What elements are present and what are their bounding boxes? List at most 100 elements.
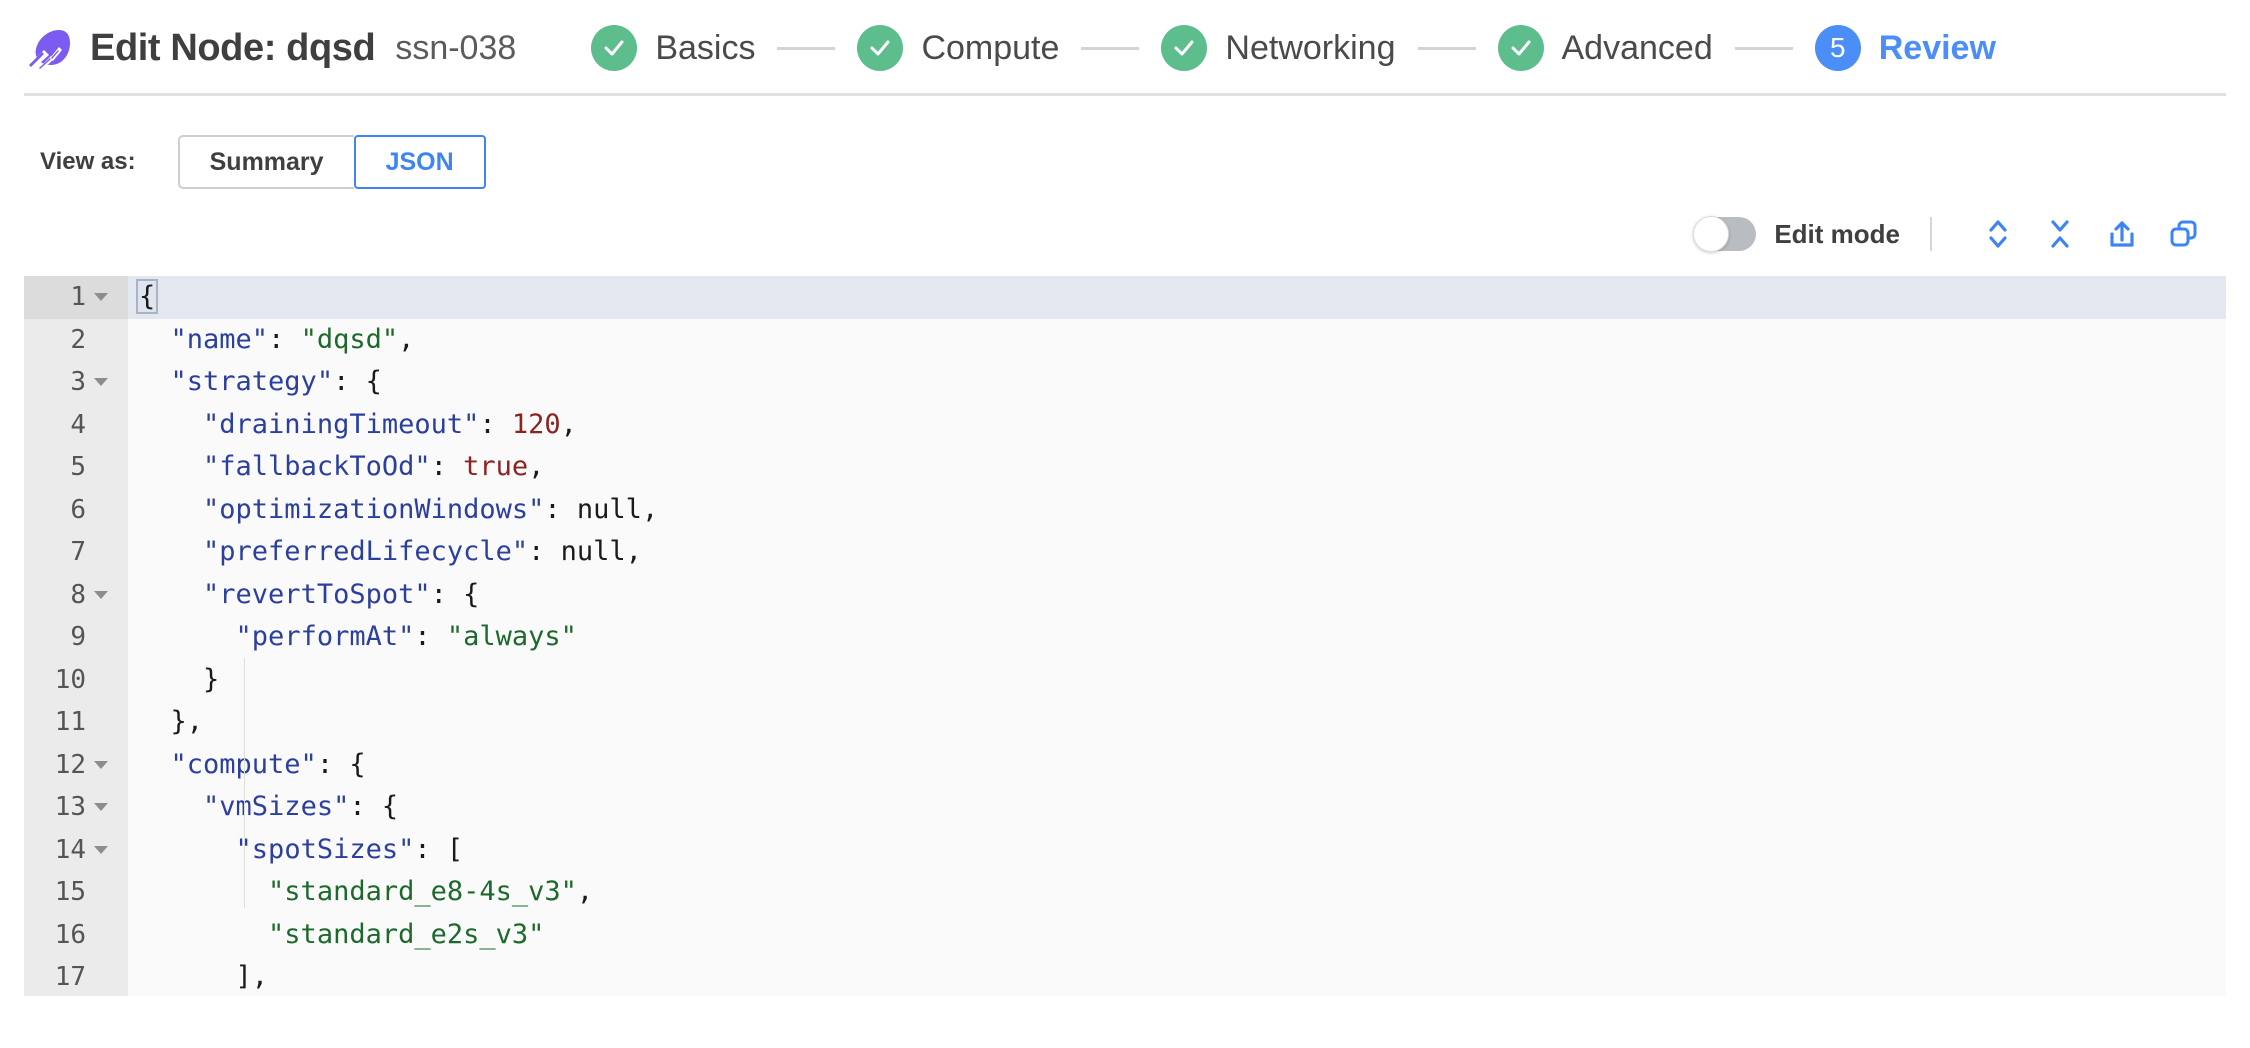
view-as-row: View as: Summary JSON [0, 96, 2250, 192]
collapse-all-icon[interactable] [2038, 212, 2082, 256]
fold-toggle-icon[interactable] [86, 293, 116, 302]
code-line-row[interactable]: { [128, 276, 2226, 319]
gutter-line: 11 [24, 701, 128, 744]
token-p: : { [316, 748, 366, 780]
token-p: { [135, 279, 159, 314]
expand-all-icon[interactable] [1976, 212, 2020, 256]
line-number: 14 [54, 834, 86, 865]
gutter-line: 15 [24, 871, 128, 914]
line-number: 4 [70, 409, 86, 440]
export-icon[interactable] [2100, 212, 2144, 256]
code-line-text: "revertToSpot": { [128, 574, 479, 617]
code-line-row[interactable]: "strategy": { [128, 361, 2226, 404]
code-line-text: "vmSizes": { [128, 786, 398, 829]
token-k: "drainingTimeout" [203, 408, 480, 440]
gutter-line: 10 [24, 659, 128, 702]
token-p: : [414, 621, 447, 652]
line-number: 8 [70, 579, 86, 610]
line-number: 7 [70, 537, 86, 568]
code-line-row[interactable]: "performAt": "always" [128, 616, 2226, 659]
chevron-down-icon [94, 378, 108, 387]
chevron-down-icon [94, 803, 108, 812]
step-connector [777, 46, 836, 50]
code-line-text: ], [128, 956, 269, 996]
fold-toggle-icon[interactable] [86, 590, 116, 599]
toolbar-divider [1930, 217, 1932, 251]
edit-mode-toggle[interactable] [1693, 216, 1757, 252]
step-basics-check-icon [591, 25, 638, 71]
token-k: "vmSizes" [203, 791, 350, 822]
chevron-down-icon [94, 760, 108, 769]
code-line-row[interactable]: "drainingTimeout": 120, [128, 404, 2226, 447]
step-networking-check-icon [1161, 25, 1208, 71]
step-basics[interactable]: Basics [591, 25, 755, 71]
token-p: : [430, 451, 464, 482]
code-line-text: "spotSizes": [ [128, 829, 464, 872]
code-line-row[interactable]: "optimizationWindows": null, [128, 489, 2226, 532]
token-p: }, [170, 706, 204, 737]
token-k: "fallbackToOd" [203, 451, 431, 482]
token-k: "strategy" [170, 366, 334, 397]
wizard-stepper: Basics Compute Networking Advanced [591, 25, 2250, 71]
gutter-line: 9 [24, 616, 128, 659]
fold-toggle-icon[interactable] [86, 378, 116, 387]
gutter-line: 7 [24, 531, 128, 574]
line-number: 17 [54, 962, 86, 993]
token-s: "standard_e2s_v3" [268, 918, 545, 950]
code-line-row[interactable]: "fallbackToOd": true, [128, 446, 2226, 489]
code-line-text: "fallbackToOd": true, [128, 446, 544, 489]
gutter-line: 6 [24, 489, 128, 532]
code-line-row[interactable]: "preferredLifecycle": null, [128, 531, 2226, 574]
token-k: "name" [170, 323, 269, 355]
view-as-json-button[interactable]: JSON [353, 135, 486, 189]
code-line-text: "optimizationWindows": null, [128, 489, 658, 532]
token-p: : { [333, 366, 382, 397]
fold-toggle-icon[interactable] [86, 845, 116, 854]
step-networking[interactable]: Networking [1161, 25, 1396, 71]
token-k: "performAt" [235, 621, 415, 652]
chevron-down-icon [94, 590, 108, 599]
token-p: : { [430, 578, 480, 610]
code-line-row[interactable]: "standard_e2s_v3" [128, 914, 2226, 957]
code-line-row[interactable]: } [128, 659, 2226, 702]
step-advanced-label: Advanced [1561, 28, 1713, 67]
gutter-line: 13 [24, 786, 128, 829]
step-connector [1417, 46, 1476, 50]
token-p: , [528, 451, 545, 482]
code-line-text: "standard_e2s_v3" [128, 914, 544, 957]
page-title: Edit Node: dqsd [90, 26, 376, 69]
step-compute[interactable]: Compute [857, 25, 1059, 71]
code-line-row[interactable]: "vmSizes": { [128, 786, 2226, 829]
code-line-row[interactable]: "spotSizes": [ [128, 829, 2226, 872]
line-number: 1 [70, 282, 86, 313]
token-p: : null, [528, 536, 642, 567]
step-connector [1734, 46, 1793, 50]
code-line-row[interactable]: ], [128, 956, 2226, 996]
line-number: 2 [70, 324, 86, 355]
code-line-row[interactable]: }, [128, 701, 2226, 744]
copy-icon[interactable] [2162, 212, 2206, 256]
editor-code-area[interactable]: { "name": "dqsd", "strategy": { "drainin… [128, 276, 2226, 996]
view-as-summary-button[interactable]: Summary [177, 135, 354, 189]
gutter-line: 8 [24, 574, 128, 617]
step-review[interactable]: 5 Review [1814, 25, 1996, 71]
fold-toggle-icon[interactable] [86, 760, 116, 769]
code-line-row[interactable]: "revertToSpot": { [128, 574, 2226, 617]
fold-toggle-icon[interactable] [86, 803, 116, 812]
code-line-row[interactable]: "compute": { [128, 744, 2226, 787]
token-p: ], [235, 961, 269, 992]
code-line-text: "standard_e8-4s_v3", [128, 871, 593, 914]
line-number: 12 [54, 749, 86, 780]
code-line-row[interactable]: "standard_e8-4s_v3", [128, 871, 2226, 914]
step-advanced[interactable]: Advanced [1497, 25, 1713, 71]
gutter-line: 16 [24, 914, 128, 957]
node-id: ssn-038 [395, 28, 517, 67]
code-line-row[interactable]: "name": "dqsd", [128, 319, 2226, 362]
token-p: , [576, 876, 594, 907]
line-number: 15 [54, 877, 86, 908]
code-line-text: { [128, 276, 159, 319]
step-networking-label: Networking [1225, 28, 1396, 67]
gutter-line: 14 [24, 829, 128, 872]
step-review-number: 5 [1829, 32, 1846, 63]
